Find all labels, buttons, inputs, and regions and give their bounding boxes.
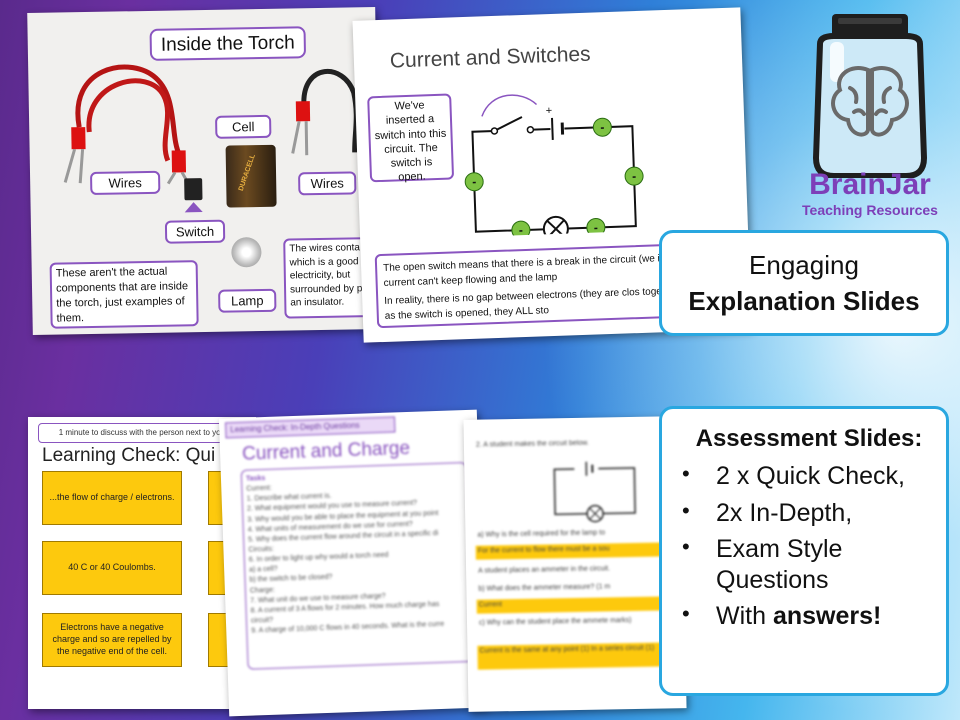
assessment-item: •2x In-Depth, xyxy=(682,497,853,527)
brand-name: BrainJar xyxy=(809,168,931,201)
assessment-item: •2 x Quick Check, xyxy=(682,461,905,490)
label-wires-right: Wires xyxy=(298,171,357,196)
circuit-diagram: + - - - - - xyxy=(464,94,644,238)
bullet-icon: • xyxy=(682,601,690,626)
slide-in-depth-questions: Learning Check: In-Depth Questions Curre… xyxy=(218,409,488,717)
cell-plus-label: + xyxy=(546,105,553,117)
slide-title: Learning Check: Qui xyxy=(42,445,216,466)
label-lamp: Lamp xyxy=(218,288,277,313)
engaging-line2: Explanation Slides xyxy=(688,286,920,317)
assessment-item: • With answers! xyxy=(682,601,936,632)
note-actual-components: These aren't the actual components that … xyxy=(49,260,199,329)
answer-box-2: 40 C or 40 Coulombs. xyxy=(42,541,182,595)
svg-text:-: - xyxy=(519,223,523,237)
switch-callout: We've inserted a switch into this circui… xyxy=(367,93,455,184)
slide-title: Current and Charge xyxy=(241,437,411,465)
svg-text:-: - xyxy=(600,120,604,134)
assessment-slides-box: Assessment Slides: •2 x Quick Check, •2x… xyxy=(659,406,949,696)
switch-image xyxy=(184,178,203,201)
assessment-list: •2 x Quick Check, •2x In-Depth, •Exam St… xyxy=(682,461,936,632)
battery-image: DURACELL xyxy=(225,144,277,208)
svg-text:-: - xyxy=(632,169,636,183)
slide-inside-the-torch: Inside the Torch Wires Cell Wires DURACE… xyxy=(27,6,381,336)
answer-box-3: Electrons have a negative charge and so … xyxy=(42,613,182,667)
bullet-icon: • xyxy=(682,461,690,486)
with-answers: With answers! xyxy=(716,602,882,630)
brand-tagline: Teaching Resources xyxy=(802,202,938,218)
bullet-icon: • xyxy=(682,534,690,559)
brainjar-logo: BrainJar Teaching Resources xyxy=(790,8,950,223)
assessment-item: •Exam Style Questions xyxy=(682,534,843,594)
svg-text:-: - xyxy=(472,175,476,189)
slide-title: Current and Switches xyxy=(389,42,591,73)
slide-current-and-switches: Current and Switches We've inserted a sw… xyxy=(352,7,752,343)
arrow-up-icon xyxy=(184,202,203,213)
engaging-line1: Engaging xyxy=(749,250,859,280)
question-list: Tasks Current: 1. Describe what current … xyxy=(240,461,474,670)
slide-content: Learning Check: In-Depth Questions Curre… xyxy=(219,410,477,670)
svg-text:-: - xyxy=(594,220,598,234)
assessment-heading: Assessment Slides: xyxy=(695,425,923,452)
lamp-image xyxy=(231,237,262,268)
battery-brand: DURACELL xyxy=(237,153,257,193)
slide-content: 2. A student makes the circuit below. a)… xyxy=(463,416,684,670)
answer-highlight-2: Current xyxy=(476,596,683,614)
answer-highlight-1: For the current to flow there must be a … xyxy=(475,542,682,560)
label-switch: Switch xyxy=(164,219,226,244)
brain-jar-icon xyxy=(812,14,928,178)
label-wires-left: Wires xyxy=(89,170,161,195)
engaging-explanation-box: Engaging Explanation Slides xyxy=(659,230,949,336)
answer-highlight-3: Current is the same at any point (1) In … xyxy=(477,642,684,670)
discussion-banner: 1 minute to discuss with the person next… xyxy=(38,423,248,443)
in-depth-banner: Learning Check: In-Depth Questions xyxy=(225,416,396,439)
label-cell: Cell xyxy=(215,114,272,139)
answer-box-1: ...the flow of charge / electrons. xyxy=(42,471,182,525)
exam-circuit-diagram xyxy=(553,461,636,523)
bullet-icon: • xyxy=(682,497,690,523)
red-wires-image xyxy=(63,64,190,185)
slide-exam-style-questions: 2. A student makes the circuit below. a)… xyxy=(463,416,687,712)
